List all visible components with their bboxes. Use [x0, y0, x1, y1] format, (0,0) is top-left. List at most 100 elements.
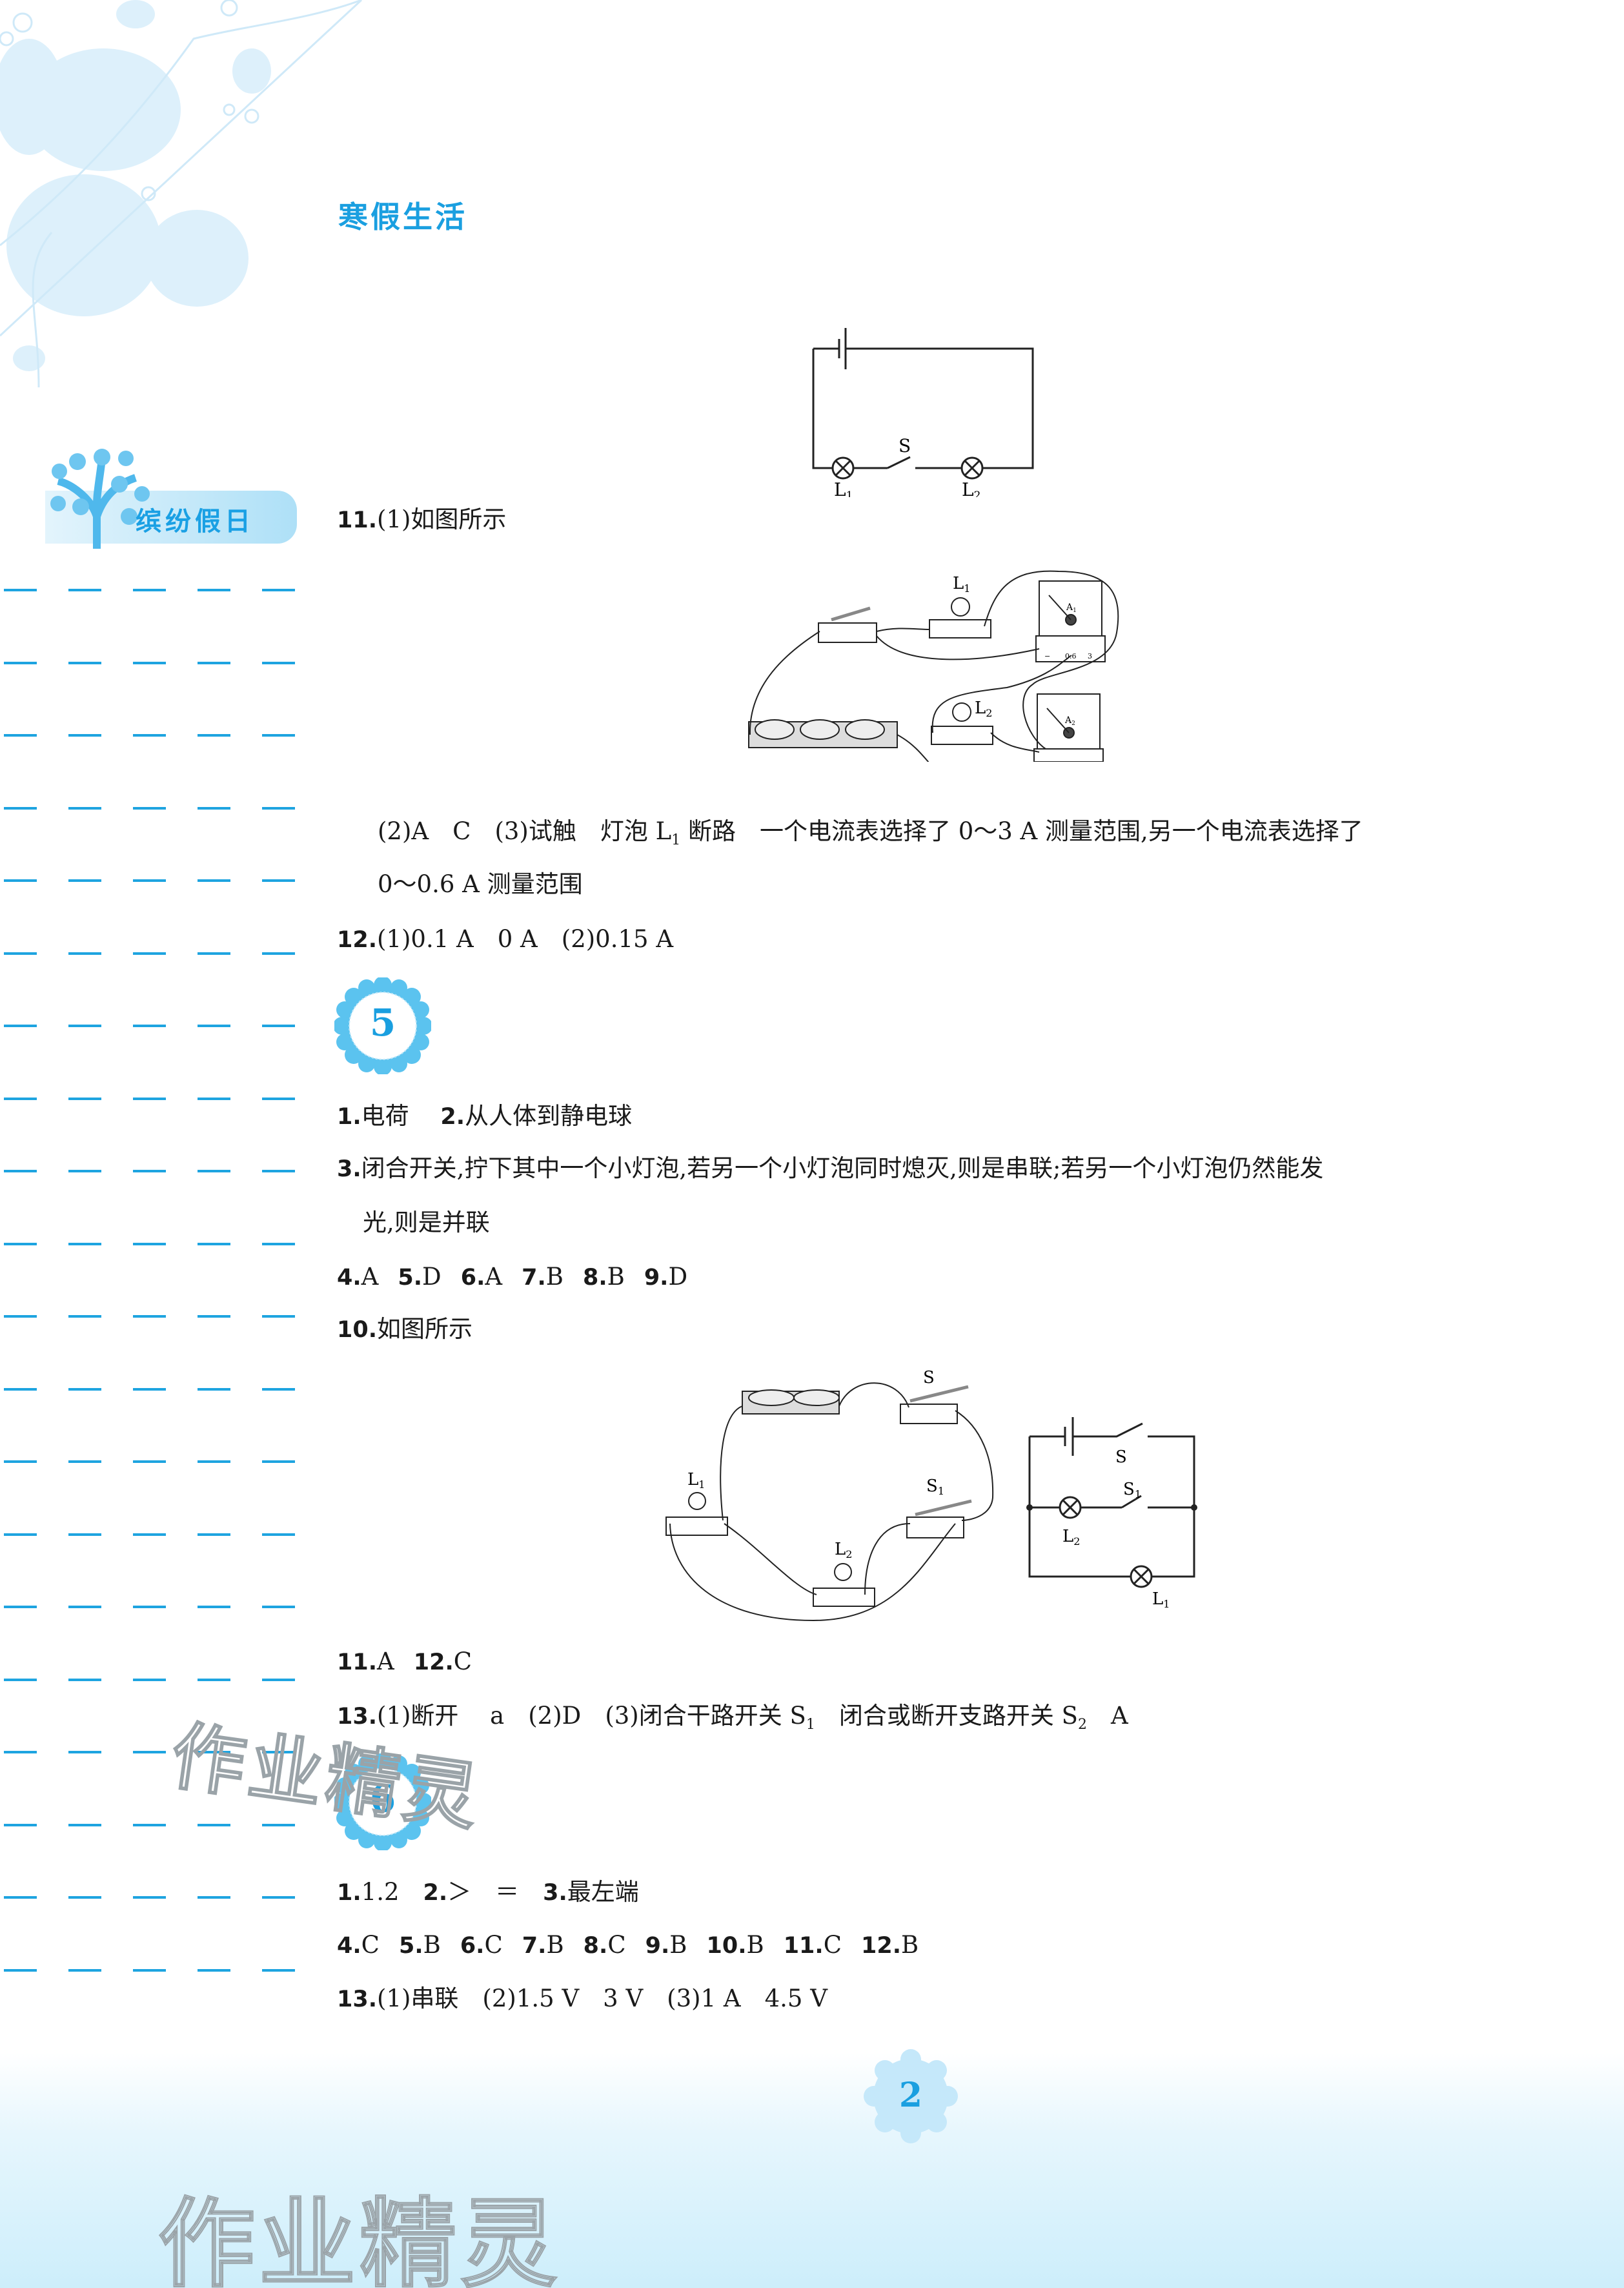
answer-line-6-13: 13.(1)串联 (2)1.5 V 3 V (3)1 A 4.5 V [337, 1985, 827, 2012]
margin-dash [262, 1968, 295, 1972]
margin-dash-row [4, 1387, 295, 1391]
margin-dash [4, 1823, 37, 1826]
parallel-switch-circuit-diagram: S S1 L1 L2 S S1 L2 L1 [665, 1368, 1197, 1622]
page-number: 2 [898, 2076, 923, 2115]
question-number: 5. [398, 1265, 423, 1291]
switch-label: S [898, 435, 911, 456]
margin-dash [198, 879, 230, 882]
margin-dash [4, 1242, 37, 1245]
margin-dash [68, 1387, 101, 1391]
margin-dash-row [4, 1460, 295, 1463]
footer-band [0, 2053, 1624, 2288]
margin-dash [4, 734, 37, 737]
margin-dash [133, 1387, 166, 1391]
margin-dash [68, 1823, 101, 1826]
answer-value: D [668, 1263, 688, 1291]
answer-line-11-cont2: 0～0.6 A 测量范围 [378, 870, 583, 898]
margin-dash-row [4, 734, 295, 737]
margin-dash [68, 1170, 101, 1172]
margin-dash [68, 1242, 101, 1245]
margin-dash [262, 661, 295, 664]
margin-dash [198, 1896, 230, 1899]
margin-dash [4, 1533, 37, 1536]
svg-text:L1: L1 [953, 574, 970, 595]
margin-dash-row [4, 1170, 295, 1172]
answer-line-5-3-cont: 光,则是并联 [363, 1209, 490, 1236]
margin-dash [262, 1097, 295, 1100]
section-tab-label: 缤纷假日 [136, 507, 254, 536]
margin-dash [68, 952, 101, 955]
margin-dash [68, 806, 101, 810]
svg-text:L1: L1 [687, 1470, 705, 1491]
margin-dash [68, 734, 101, 737]
svg-text:L2: L2 [962, 479, 980, 497]
margin-dash-row [4, 1678, 295, 1681]
answer-line-5-3: 3.闭合开关,拧下其中一个小灯泡,若另一个小灯泡同时熄灭,则是串联;若另一个小灯… [337, 1154, 1324, 1182]
svg-text:L2: L2 [1062, 1527, 1080, 1547]
margin-dash [262, 1678, 295, 1681]
margin-dash [262, 1751, 295, 1753]
answer-value: C [823, 1931, 842, 1959]
margin-dash [68, 1533, 101, 1536]
margin-dash [133, 1097, 166, 1100]
margin-dash [262, 1315, 295, 1318]
answer-value: 最左端 [567, 1878, 639, 1906]
answer-value: 1.2 [361, 1878, 423, 1906]
margin-dash [262, 1460, 295, 1463]
margin-dash [198, 1387, 230, 1391]
margin-dash [198, 589, 230, 591]
answer-value: C [484, 1931, 503, 1959]
answer-value: B [746, 1931, 764, 1959]
answer-line-5-13: 13.(1)断开 a (2)D (3)闭合干路开关 S1 闭合或断开支路开关 S… [337, 1702, 1128, 1733]
margin-dash [262, 806, 295, 810]
answer-value: B [607, 1263, 625, 1291]
margin-dash [198, 1025, 230, 1027]
margin-dash [68, 1460, 101, 1463]
svg-text:L2: L2 [975, 699, 992, 719]
answer-value: A [377, 1648, 394, 1675]
svg-text:S1: S1 [926, 1476, 944, 1497]
svg-text:S1: S1 [1123, 1480, 1141, 1500]
answer-value: B [423, 1931, 441, 1959]
question-number: 6. [460, 1265, 485, 1291]
margin-dash [68, 589, 101, 591]
question-number: 12. [861, 1933, 902, 1959]
margin-dash [198, 952, 230, 955]
answer-value: B [545, 1263, 563, 1291]
answer-value: B [546, 1931, 564, 1959]
margin-dash [262, 1823, 295, 1826]
margin-dash [4, 1896, 37, 1899]
margin-dash [4, 1606, 37, 1608]
margin-dash [4, 1751, 37, 1753]
watermark-footer: 作业精灵 [157, 2188, 562, 2288]
answer-value: A [485, 1263, 503, 1291]
section-5-badge [334, 977, 431, 1074]
svg-text:L1: L1 [1152, 1589, 1170, 1610]
margin-dash-row [4, 1751, 295, 1753]
margin-dash [262, 879, 295, 882]
question-number: 11. [337, 1650, 378, 1675]
answer-line-5-1: 1.电荷 2.从人体到静电球 [337, 1102, 633, 1130]
margin-dash [4, 589, 37, 591]
question-number: 1. [337, 1880, 361, 1906]
svg-text:0.6: 0.6 [1065, 652, 1077, 660]
answer-value: ＞ ＝ [447, 1878, 543, 1906]
question-number: 8. [583, 1933, 608, 1959]
margin-dash [262, 1242, 295, 1245]
series-circuit-diagram: S L1 L2 [812, 328, 1034, 497]
margin-dash [133, 1823, 166, 1826]
margin-dash-row [4, 1968, 295, 1972]
margin-dash [262, 952, 295, 955]
svg-text:3: 3 [1088, 652, 1092, 660]
margin-dash-row [4, 1533, 295, 1536]
svg-text:A2: A2 [1064, 715, 1075, 727]
answer-line-12: 12.(1)0.1 A 0 A (2)0.15 A [337, 925, 674, 953]
margin-dash [133, 952, 166, 955]
margin-dash [68, 1678, 101, 1681]
margin-dash [262, 1387, 295, 1391]
question-number: 9. [644, 1265, 669, 1291]
svg-text:A1: A1 [1066, 602, 1077, 614]
margin-dash [4, 1460, 37, 1463]
margin-dash [4, 1315, 37, 1318]
